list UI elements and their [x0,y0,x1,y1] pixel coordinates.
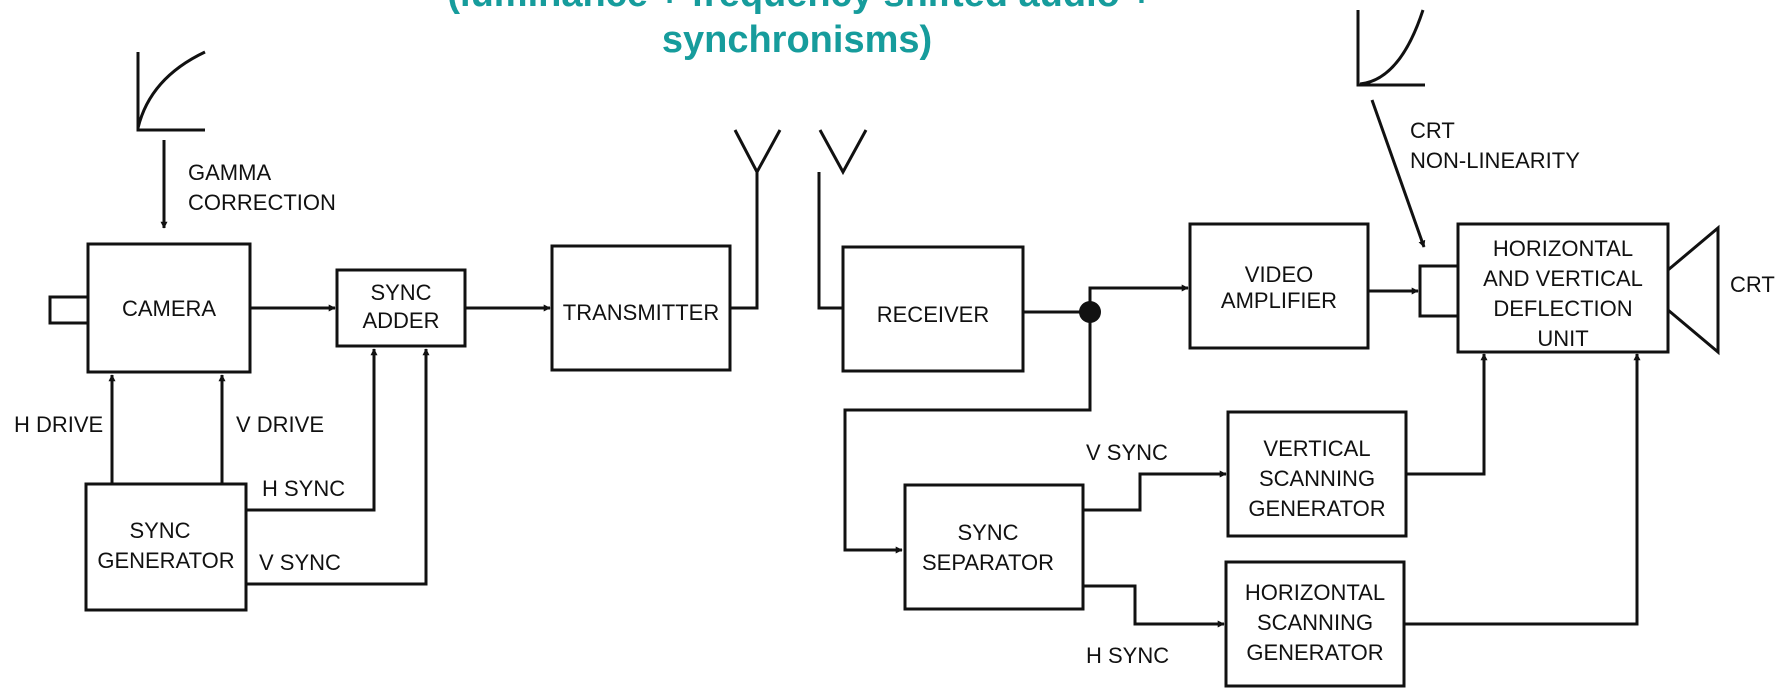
crt-nonlinearity-label-2: NON-LINEARITY [1410,148,1580,173]
deflection-label-4: UNIT [1537,326,1588,351]
deflection-unit-block [1456,222,1670,354]
v-drive-label: V DRIVE [236,412,324,437]
vertical-scanning-generator-block [1226,410,1408,538]
hsg-label-2: SCANNING [1257,610,1373,635]
h-sync-tx-label: H SYNC [262,476,345,501]
crt-neck [1418,264,1460,318]
vsg-to-deflection-arrow [1406,353,1488,476]
v-sync-to-vsg-arrow [1083,470,1227,512]
video-amplifier-block [1188,222,1370,350]
sync-separator-label-1: SYNC [957,520,1018,545]
crt-nonlinearity-curve-icon [1356,9,1425,87]
crt-label: CRT [1730,272,1775,297]
to-sync-separator-arrow [843,312,1092,554]
h-sync-rx-label: H SYNC [1086,643,1169,668]
gamma-label-2: CORRECTION [188,190,336,215]
receiver-block [841,245,1025,373]
sync-adder-label-2: ADDER [362,308,439,333]
h-sync-to-hsg-arrow [1083,584,1225,628]
sync-generator-block [84,482,248,612]
h-drive-label: H DRIVE [14,412,103,437]
sync-separator-block [903,483,1085,611]
sync-generator-label-2: GENERATOR [97,548,234,573]
v-sync-tx-label: V SYNC [259,550,341,575]
v-sync-rx-label: V SYNC [1086,440,1168,465]
gamma-curve-icon [136,50,206,132]
sync-adder-label-1: SYNC [370,280,431,305]
deflection-label-3: DEFLECTION [1493,296,1632,321]
receive-antenna-icon [817,129,868,310]
h-sync-to-adder-arrow [246,348,378,512]
title-line-2: synchronisms) [662,19,932,61]
vsg-label-3: GENERATOR [1248,496,1385,521]
transmitter-block [550,244,732,372]
crt-screen-icon [1667,224,1720,356]
hsg-label-1: HORIZONTAL [1245,580,1385,605]
crt-nonlinearity-arrow [1370,99,1426,248]
to-video-amp-arrow [1088,284,1189,312]
vsg-label-2: SCANNING [1259,466,1375,491]
v-sync-to-adder-arrow [246,348,430,586]
hsg-label-3: GENERATOR [1246,640,1383,665]
crt-nonlinearity-label-1: CRT [1410,118,1455,143]
video-amp-label-1: VIDEO [1245,262,1313,287]
transmit-antenna-icon [730,129,782,310]
title-line-1: (luminance + frequency shifted audio + [447,0,1152,15]
transmitter-label: TRANSMITTER [563,300,719,325]
sync-generator-label-1: SYNC [129,518,190,543]
vsg-label-1: VERTICAL [1263,436,1370,461]
deflection-label-2: AND VERTICAL [1483,266,1643,291]
receiver-label: RECEIVER [877,302,989,327]
hsg-to-deflection-arrow [1404,353,1641,626]
deflection-label-1: HORIZONTAL [1493,236,1633,261]
gamma-label-1: GAMMA [188,160,271,185]
sync-separator-label-2: SEPARATOR [922,550,1054,575]
video-amp-label-2: AMPLIFIER [1221,288,1337,313]
camera-label: CAMERA [122,296,216,321]
camera-lens [48,295,90,325]
